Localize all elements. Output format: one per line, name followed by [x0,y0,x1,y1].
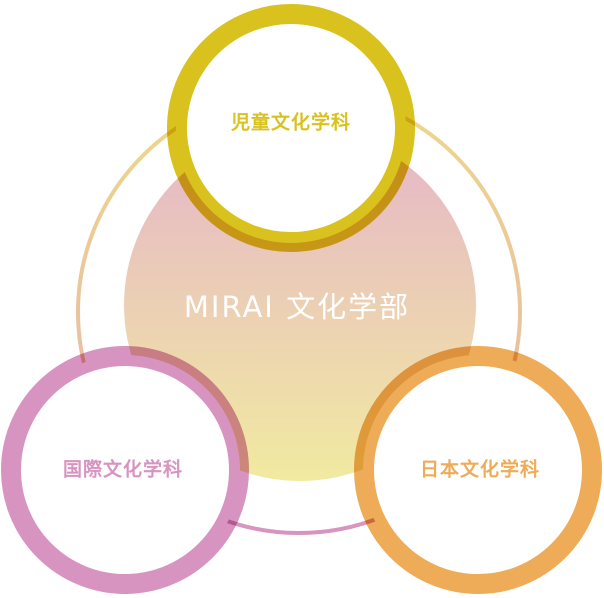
dept-circle-top[interactable] [167,4,415,252]
dept-label-japanese-culture: 日本文化学科 [419,458,541,481]
faculty-title: MIRAI 文化学部 [183,290,411,324]
dept-label-children-culture: 児童文化学科 [230,111,352,134]
dept-label-international-culture: 国際文化学科 [62,458,184,481]
dept-circle-left[interactable] [1,346,249,594]
dept-circle-right[interactable] [354,346,602,594]
